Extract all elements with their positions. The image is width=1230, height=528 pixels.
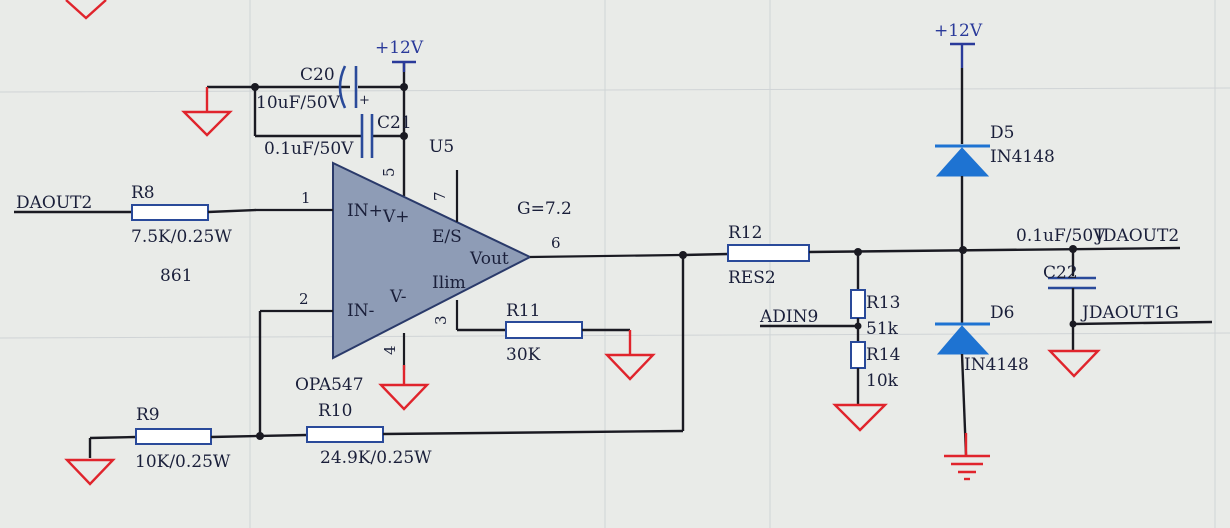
pin-in-minus-label: IN- [347, 301, 374, 321]
d5-value: IN4148 [990, 147, 1055, 167]
net-jdaout2: JDAOUT2 [1094, 226, 1179, 246]
resistor-r10[interactable]: R10 24.9K/0.25W [306, 401, 432, 468]
diode-d6[interactable]: D6 IN4148 [935, 303, 1029, 375]
ground-symbol-decoupling [181, 87, 233, 137]
c22-label: C22 [1043, 263, 1078, 283]
pin3-number: 3 [432, 315, 450, 325]
resistor-r14[interactable]: R14 10k [850, 341, 900, 391]
u5-label: U5 [429, 137, 454, 157]
ground-symbol-r9 [64, 458, 116, 486]
opamp-u5[interactable]: U5 IN+ V+ E/S Vout Ilim IN- V- [332, 137, 533, 360]
r11-value: 30K [506, 345, 541, 365]
r9-label: R9 [136, 405, 160, 425]
c21-value: 0.1uF/50V [264, 139, 354, 159]
capacitor-c20[interactable]: + C20 10uF/50V [256, 65, 370, 113]
pin7-number: 7 [431, 191, 449, 201]
r9-value: 10K/0.25W [135, 452, 231, 472]
r14-value: 10k [866, 371, 899, 391]
capacitor-c21[interactable]: C21 0.1uF/50V [264, 113, 412, 159]
r14-label: R14 [866, 345, 900, 365]
pin-v-minus-label: V- [389, 287, 406, 307]
c22-value: 0.1uF/50V [1016, 226, 1106, 246]
earth-ground-symbol [944, 433, 990, 481]
resistor-r9[interactable]: R9 10K/0.25W [135, 405, 231, 472]
net-adin9: ADIN9 [759, 307, 818, 327]
c21-label: C21 [377, 113, 412, 133]
resistor-r11[interactable]: R11 30K [505, 301, 583, 365]
r13-label: R13 [866, 293, 900, 313]
net-daout2: DAOUT2 [16, 193, 92, 213]
r10-label: R10 [318, 401, 352, 421]
vcc-left-label: +12V [375, 38, 424, 58]
opa547-label: OPA547 [295, 375, 364, 395]
resistor-r12[interactable]: R12 RES2 [727, 223, 810, 288]
pin-ilim-label: Ilim [432, 273, 466, 293]
vcc-right-label: +12V [934, 21, 983, 41]
ground-symbol-c22 [1047, 349, 1101, 378]
pin2-number: 2 [299, 290, 309, 308]
ground-symbol-r11 [604, 330, 656, 381]
decoupling-network [207, 62, 408, 196]
d6-label: D6 [990, 303, 1014, 323]
d6-value: IN4148 [964, 355, 1029, 375]
r10-value: 24.9K/0.25W [320, 448, 432, 468]
note-861: 861 [160, 266, 192, 286]
r13-value: 51k [866, 319, 899, 339]
r12-label: R12 [728, 223, 762, 243]
r8-value: 7.5K/0.25W [131, 227, 232, 247]
r11-label: R11 [506, 301, 540, 321]
power-rail-right: +12V [934, 21, 983, 68]
pin6-number: 6 [551, 234, 561, 252]
ground-symbol-u5 [378, 365, 430, 411]
r12-value: RES2 [728, 268, 776, 288]
resistor-r8[interactable]: R8 7.5K/0.25W [131, 183, 232, 247]
c20-value: 10uF/50V [256, 93, 341, 113]
capacitor-c22[interactable]: C22 0.1uF/50V [1016, 226, 1106, 290]
ground-symbol-r14 [832, 403, 888, 432]
pin-vout-label: Vout [469, 249, 509, 269]
ground-symbol-top [65, 0, 107, 20]
pin4-number: 4 [381, 345, 399, 355]
r8-label: R8 [131, 183, 155, 203]
pin1-number: 1 [301, 189, 311, 207]
pin-es-label: E/S [432, 227, 462, 247]
pin-in-plus-label: IN+ [347, 201, 383, 221]
diode-d5[interactable]: D5 IN4148 [935, 123, 1055, 177]
pin-v-plus-label: V+ [382, 207, 410, 227]
c20-plus-mark: + [359, 93, 370, 108]
net-jdaout1g: JDAOUT1G [1080, 303, 1179, 323]
c20-label: C20 [300, 65, 335, 85]
power-rail-left: +12V [375, 38, 424, 72]
gain-label: G=7.2 [517, 199, 572, 219]
d5-label: D5 [990, 123, 1014, 143]
pin5-number: 5 [380, 167, 398, 177]
